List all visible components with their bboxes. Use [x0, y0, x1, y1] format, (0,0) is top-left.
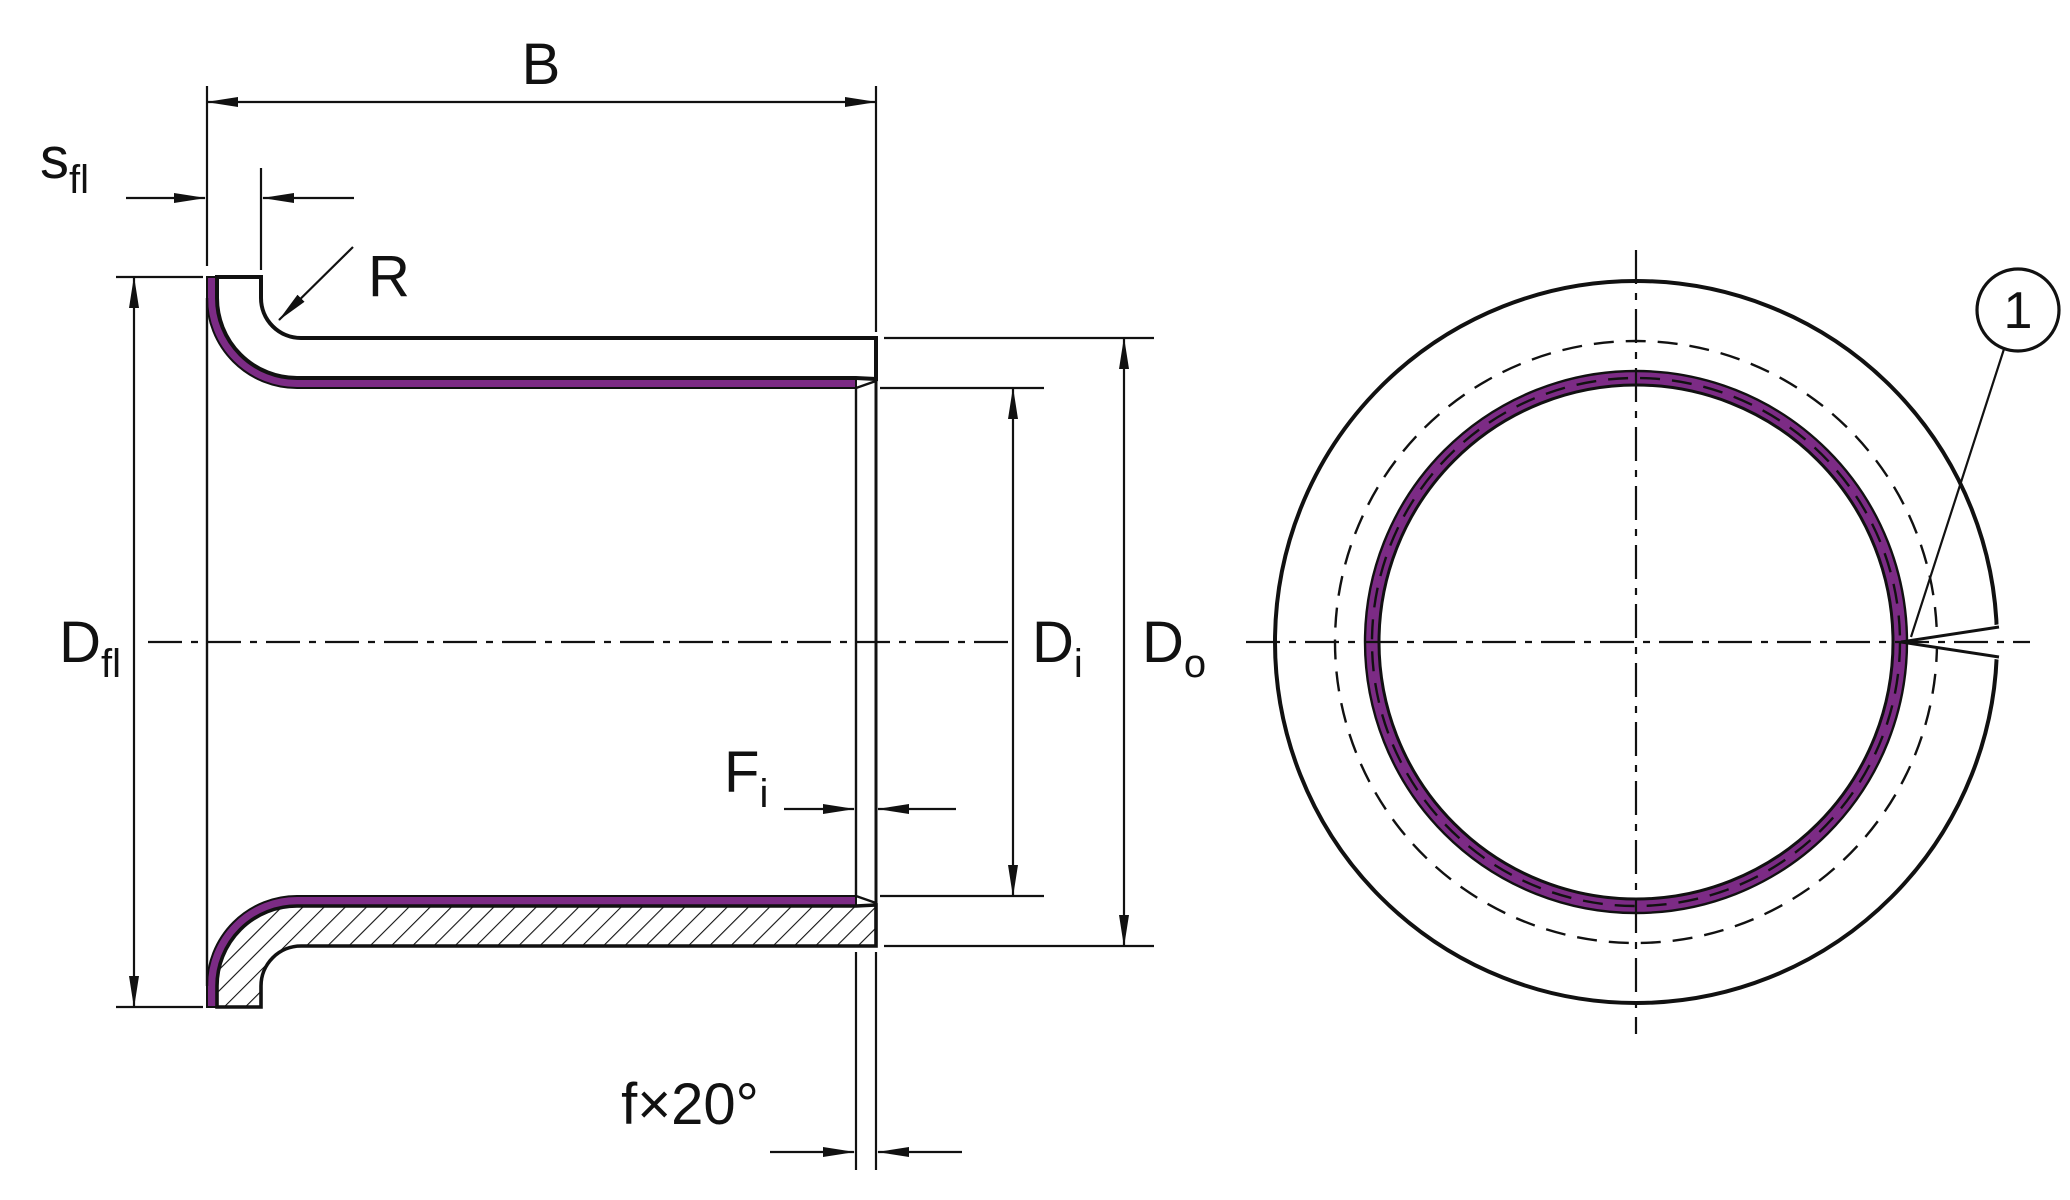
dimension-chamfer: f×20° [621, 952, 962, 1170]
callout-1-label: 1 [2004, 282, 2033, 340]
dimension-Fi: Fi [724, 740, 956, 816]
steel-wall-top [215, 275, 878, 382]
label-sfl: sfl [40, 126, 89, 202]
front-view: 1 [1246, 250, 2061, 1034]
label-chamfer: f×20° [621, 1072, 759, 1137]
label-Fi: Fi [724, 740, 768, 816]
dimension-Do: Do [884, 336, 1206, 948]
callout-1-leader [1909, 348, 2006, 638]
label-Di: Di [1032, 610, 1083, 686]
label-B: B [522, 32, 561, 97]
seam-notch-lower [1900, 640, 2000, 659]
dimension-sfl: sfl [40, 126, 354, 270]
dimension-R: R [278, 244, 410, 321]
chamfer-top [855, 379, 877, 390]
seam-notch-upper [1900, 625, 2000, 644]
radius-leader-arrow [278, 246, 354, 321]
label-Dfl: Dfl [59, 610, 121, 686]
dimension-Dfl: Dfl [59, 275, 203, 1009]
dimension-Di: Di [880, 386, 1083, 898]
steel-wall-bottom [215, 903, 878, 1009]
chamfer-bottom [855, 894, 877, 905]
section-view [148, 275, 1010, 1009]
label-Do: Do [1142, 610, 1206, 686]
dimension-B: B [205, 32, 878, 332]
callout-1-circle [1975, 267, 2061, 353]
label-R: R [368, 244, 410, 309]
